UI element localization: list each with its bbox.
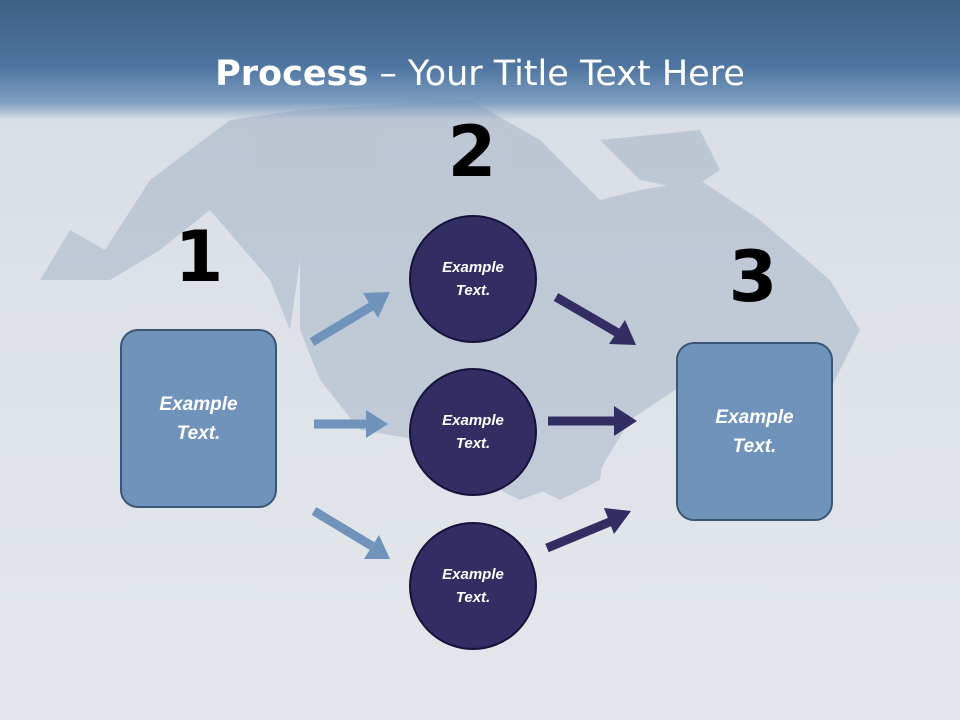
step-number-3: 3: [728, 236, 778, 318]
title-band: [0, 0, 960, 120]
left-to-middle-arrow: [314, 410, 388, 438]
right-box-text: Example Text.: [715, 406, 794, 457]
right-process-box: Example Text.: [676, 342, 833, 521]
left-box-text: Example Text.: [159, 393, 238, 444]
bottom-to-right-arrow: [545, 508, 631, 553]
process-circle-bottom: Example Text.: [409, 522, 537, 650]
process-circle-middle: Example Text.: [409, 368, 537, 496]
left-to-bottom-arrow: [311, 507, 390, 559]
circle-bottom-text: Example Text.: [442, 566, 504, 606]
top-to-right-arrow: [553, 293, 636, 345]
step-number-1: 1: [174, 216, 224, 298]
left-process-box: Example Text.: [120, 329, 277, 508]
middle-to-right-arrow: [548, 406, 637, 436]
title-rest: – Your Title Text Here: [368, 54, 745, 94]
left-to-top-arrow: [309, 292, 390, 346]
process-circle-top: Example Text.: [409, 215, 537, 343]
circle-top-text: Example Text.: [442, 259, 504, 299]
step-number-2: 2: [447, 111, 497, 193]
circle-middle-text: Example Text.: [442, 412, 504, 452]
slide-title: Process – Your Title Text Here: [0, 52, 960, 96]
title-bold: Process: [215, 54, 369, 94]
